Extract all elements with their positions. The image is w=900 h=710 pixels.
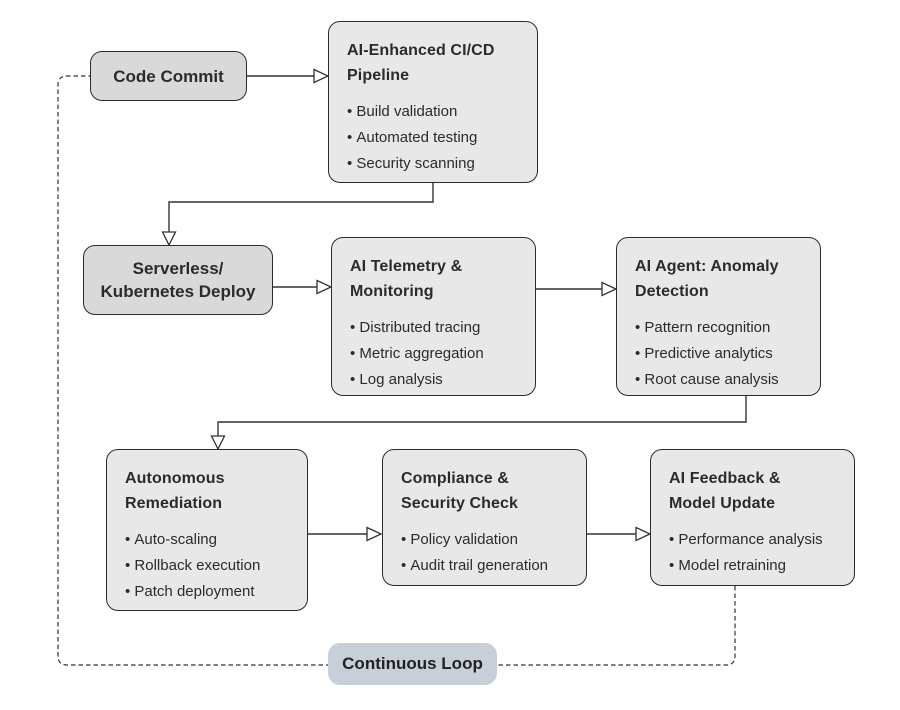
- bullet-item: Rollback execution: [125, 553, 289, 579]
- node-title: Autonomous Remediation: [125, 470, 225, 512]
- node-title: AI-Enhanced CI/CD Pipeline: [347, 42, 495, 84]
- connector-anomaly-to-remediation: [217, 396, 747, 436]
- node-ai-enhanced-cicd-pipeline: AI-Enhanced CI/CD Pipeline Build validat…: [328, 21, 538, 183]
- bullet-item: Performance analysis: [669, 527, 836, 553]
- node-bullets: Build validation Automated testing Secur…: [347, 99, 519, 177]
- node-bullets: Pattern recognition Predictive analytics…: [635, 315, 802, 393]
- bullet-item: Log analysis: [350, 367, 517, 393]
- node-ai-telemetry-monitoring: AI Telemetry & Monitoring Distributed tr…: [331, 237, 536, 396]
- connector-continuous-loop: [57, 75, 736, 666]
- bullet-item: Patch deployment: [125, 579, 289, 605]
- node-title: AI Agent: Anomaly Detection: [635, 258, 779, 300]
- bullet-item: Model retraining: [669, 553, 836, 579]
- arrowhead-right-icon: [366, 526, 383, 542]
- connector-cicd-to-deploy: [168, 183, 434, 232]
- node-ai-feedback-model-update: AI Feedback & Model Update Performance a…: [650, 449, 855, 586]
- arrowhead-right-icon: [635, 526, 652, 542]
- node-title: Serverless/ Kubernetes Deploy: [100, 259, 256, 301]
- bullet-item: Metric aggregation: [350, 341, 517, 367]
- node-bullets: Auto-scaling Rollback execution Patch de…: [125, 527, 289, 605]
- bullet-item: Pattern recognition: [635, 315, 802, 341]
- node-title: Code Commit: [113, 66, 224, 86]
- arrowhead-right-icon: [313, 68, 330, 84]
- node-code-commit: Code Commit: [90, 51, 247, 101]
- bullet-item: Distributed tracing: [350, 315, 517, 341]
- bullet-item: Policy validation: [401, 527, 568, 553]
- node-ai-agent-anomaly-detection: AI Agent: Anomaly Detection Pattern reco…: [616, 237, 821, 396]
- bullet-item: Audit trail generation: [401, 553, 568, 579]
- loop-label-text: Continuous Loop: [342, 654, 483, 673]
- bullet-item: Root cause analysis: [635, 367, 802, 393]
- bullet-item: Auto-scaling: [125, 527, 289, 553]
- node-bullets: Distributed tracing Metric aggregation L…: [350, 315, 517, 393]
- node-title: Compliance & Security Check: [401, 470, 519, 512]
- continuous-loop-label: Continuous Loop: [328, 643, 497, 685]
- node-title: AI Feedback & Model Update: [669, 470, 781, 512]
- arrowhead-right-icon: [601, 281, 618, 297]
- bullet-item: Build validation: [347, 99, 519, 125]
- node-bullets: Policy validation Audit trail generation: [401, 527, 568, 579]
- arrowhead-down-icon: [210, 435, 226, 451]
- node-autonomous-remediation: Autonomous Remediation Auto-scaling Roll…: [106, 449, 308, 611]
- node-serverless-kubernetes-deploy: Serverless/ Kubernetes Deploy: [83, 245, 273, 315]
- node-compliance-security-check: Compliance & Security Check Policy valid…: [382, 449, 587, 586]
- node-bullets: Performance analysis Model retraining: [669, 527, 836, 579]
- bullet-item: Predictive analytics: [635, 341, 802, 367]
- bullet-item: Security scanning: [347, 151, 519, 177]
- arrowhead-right-icon: [316, 279, 333, 295]
- arrowhead-down-icon: [161, 231, 177, 247]
- bullet-item: Automated testing: [347, 125, 519, 151]
- node-title: AI Telemetry & Monitoring: [350, 258, 463, 300]
